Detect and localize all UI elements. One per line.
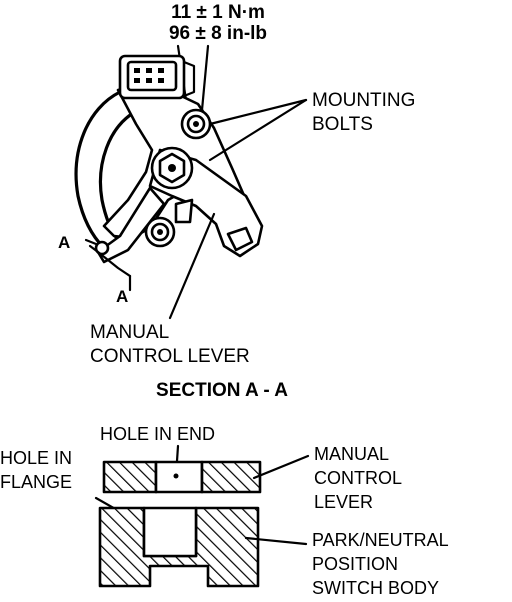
switch-outer-arc — [74, 90, 122, 250]
mounting-bolts-label-line2: BOLTS — [312, 114, 373, 135]
section-marker-a-lower: A — [116, 287, 128, 306]
section-lever-leader — [252, 454, 310, 480]
manual-control-lever-label-line1: MANUAL — [90, 322, 169, 343]
mounting-bolts-leaders — [208, 98, 308, 162]
connector-block — [118, 54, 196, 100]
section-lever-label-line2: CONTROL — [314, 468, 402, 488]
switch-assembly — [74, 54, 264, 264]
mounting-bolt-upper — [180, 108, 212, 140]
switch-body-label-line2: POSITION — [312, 554, 398, 574]
lower-arm — [96, 186, 166, 264]
section-cut-line — [84, 238, 132, 292]
center-shaft-nut — [150, 146, 194, 190]
manual-control-lever-label-line2: CONTROL LEVER — [90, 346, 250, 367]
torque-metric-label: 11 ± 1 N·m — [171, 2, 265, 23]
hole-in-flange-label-line1: HOLE IN — [0, 448, 72, 468]
hole-in-end-label: HOLE IN END — [100, 424, 215, 444]
switch-body-label-line3: SWITCH BODY — [312, 578, 439, 598]
mounting-bolts-label-line1: MOUNTING — [312, 90, 415, 111]
switch-body-section — [98, 506, 260, 588]
section-title: SECTION A - A — [156, 380, 288, 401]
hole-in-flange-label-line2: FLANGE — [0, 472, 72, 492]
switch-body-label-line1: PARK/NEUTRAL — [312, 530, 449, 550]
mounting-bolt-lower — [144, 216, 176, 248]
section-marker-a-upper: A — [58, 233, 70, 252]
lever-section — [102, 460, 262, 494]
manual-control-lever-leader — [168, 212, 216, 320]
switch-body-leader — [244, 536, 308, 546]
section-lever-label-line3: LEVER — [314, 492, 373, 512]
torque-imperial-label: 96 ± 8 in-lb — [169, 23, 267, 44]
lever-slot — [226, 226, 254, 252]
section-lever-label-line1: MANUAL — [314, 444, 389, 464]
